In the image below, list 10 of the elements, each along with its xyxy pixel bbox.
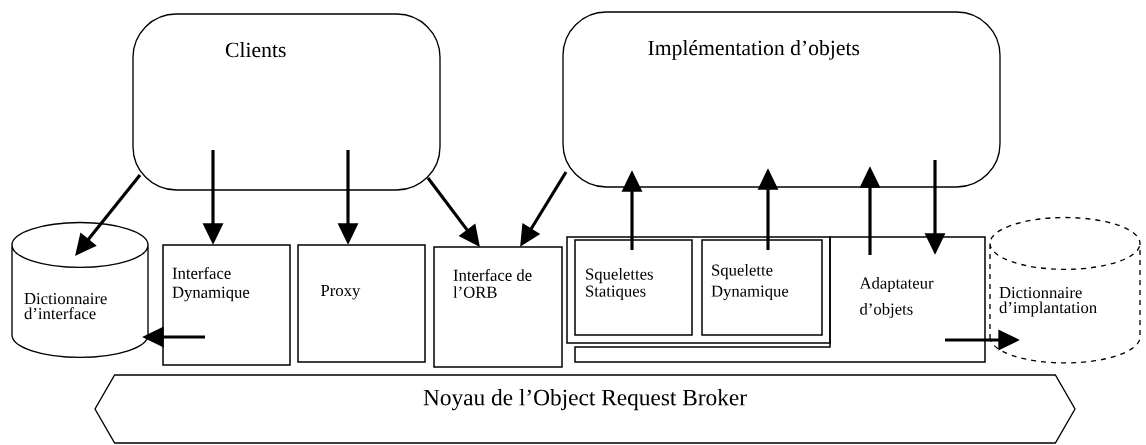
database-cylinder: Dictionnaire d’interface bbox=[11, 221, 149, 359]
component-box: Squelettes Statiques bbox=[574, 239, 693, 336]
component-box: Interface de l’ORB bbox=[433, 246, 563, 368]
component-box: Squelette Dynamique bbox=[701, 239, 823, 336]
client-box: Clients bbox=[132, 13, 441, 191]
database-cylinder: Dictionnaire d’implantation bbox=[989, 216, 1141, 364]
broker-core-band: Noyau de l’Object Request Broker bbox=[94, 374, 1076, 444]
component-box: Proxy bbox=[297, 244, 426, 363]
implementation-box: Implémentation d’objets bbox=[562, 11, 1001, 188]
component-box: Interface Dynamique bbox=[162, 244, 291, 366]
